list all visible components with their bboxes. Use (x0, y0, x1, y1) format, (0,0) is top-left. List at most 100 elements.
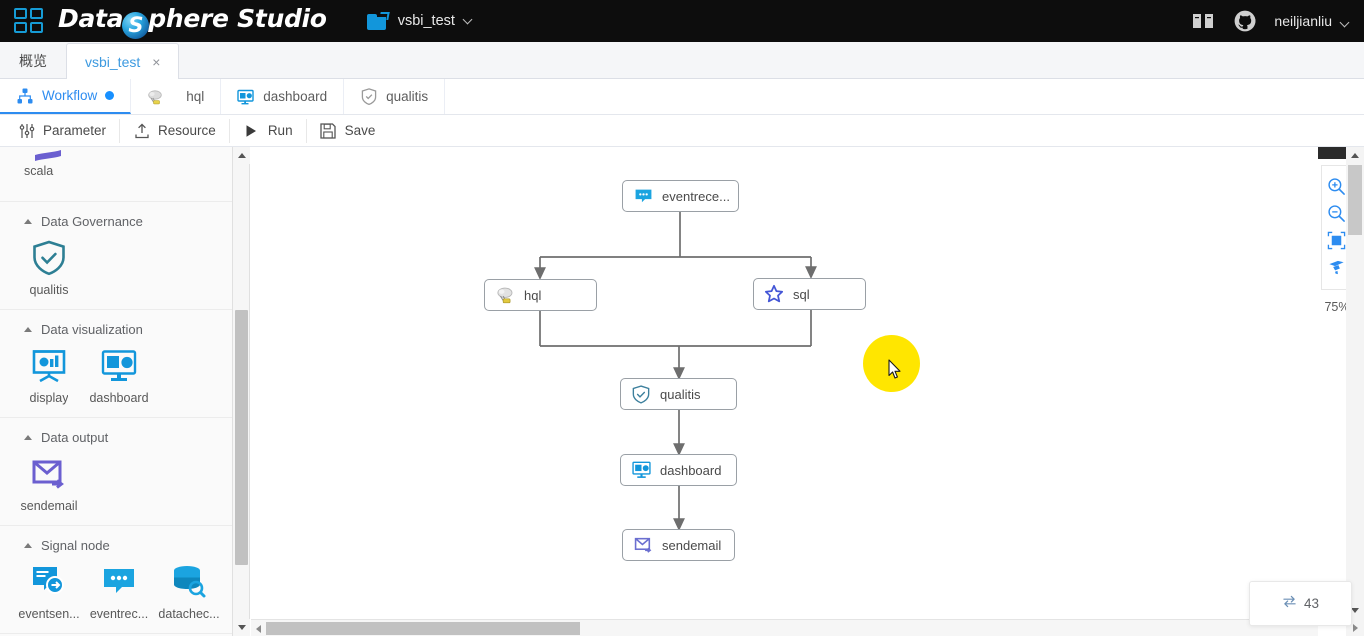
page-scrollbar[interactable] (1346, 147, 1364, 636)
zoom-out-icon[interactable] (1325, 200, 1349, 227)
sidebar-scrollbar[interactable] (233, 147, 250, 636)
caret-up-icon (24, 435, 32, 440)
workflow-node-dashboard[interactable]: dashboard (620, 454, 737, 486)
caret-up-icon (24, 219, 32, 224)
tab-hql-label: hql (186, 89, 205, 104)
book-icon[interactable] (1190, 8, 1216, 34)
section-header-signal-node[interactable]: Signal node (0, 526, 232, 559)
user-menu[interactable]: neiljianliu (1274, 13, 1350, 29)
fit-screen-icon[interactable] (1325, 227, 1349, 254)
mail-send-icon (30, 455, 68, 493)
node-count-card[interactable]: 43 (1249, 581, 1352, 626)
scala-icon (29, 147, 67, 172)
palette-item-label: sendemail (20, 499, 78, 513)
mouse-cursor (888, 359, 902, 380)
close-icon[interactable]: × (152, 53, 161, 70)
dashboard-icon (100, 347, 138, 385)
workflow-node-sql[interactable]: sql (753, 278, 866, 310)
tab-overview-label: 概览 (19, 52, 47, 69)
tab-overview[interactable]: 概览 (0, 42, 66, 78)
scroll-up-arrow-icon[interactable] (233, 147, 250, 164)
event-receive-icon (100, 563, 138, 601)
palette-item-label: datachec... (158, 607, 220, 621)
palette-item-datachecker[interactable]: datachec... (154, 559, 224, 621)
node-label: dashboard (660, 462, 722, 478)
tab-dashboard[interactable]: dashboard (221, 79, 345, 114)
zoom-in-icon[interactable] (1325, 173, 1349, 200)
palette-item-label: dashboard (89, 391, 149, 405)
palette-section-data-governance: Data Governance qualitis (0, 202, 232, 310)
event-receive-icon (633, 186, 653, 206)
parameter-button[interactable]: Parameter (5, 118, 121, 143)
page-scroll-up-icon[interactable] (1346, 147, 1364, 164)
shield-check-icon (30, 239, 68, 277)
swap-arrows-icon (1282, 595, 1297, 613)
canvas-horizontal-scrollbar-thumb[interactable] (266, 622, 580, 635)
chevron-down-icon (462, 14, 473, 24)
tab-workflow-label: Workflow (42, 88, 98, 103)
resource-button[interactable]: Resource (120, 118, 230, 143)
dashboard-icon (631, 460, 651, 480)
run-button[interactable]: Run (230, 118, 307, 143)
palette-item-eventreceiver[interactable]: eventrec... (84, 559, 154, 621)
format-brush-icon[interactable] (1325, 254, 1349, 281)
page-scrollbar-thumb[interactable] (1348, 165, 1362, 235)
tab-hql[interactable]: hql (131, 79, 222, 114)
node-label: hql (524, 287, 542, 303)
palette-item-label: eventrec... (89, 607, 149, 621)
apps-grid-icon[interactable] (14, 8, 44, 34)
hive-icon (147, 88, 164, 105)
palette-item-display[interactable]: display (14, 343, 84, 405)
palette-section-data-visualization: Data visualization display (0, 310, 232, 418)
node-label: qualitis (660, 386, 701, 402)
parameter-label: Parameter (43, 123, 107, 138)
palette-item-sendemail[interactable]: sendemail (14, 451, 84, 513)
canvas-horizontal-scrollbar[interactable] (251, 619, 1318, 636)
palette-item-eventsender[interactable]: eventsen... (14, 559, 84, 621)
palette-item-scala[interactable]: scala (0, 147, 232, 202)
sliders-icon (18, 122, 35, 139)
palette-item-dashboard[interactable]: dashboard (84, 343, 154, 405)
tab-vsbi-test[interactable]: vsbi_test × (66, 43, 180, 79)
sidebar-scrollbar-thumb[interactable] (235, 310, 248, 565)
workflow-node-qualitis[interactable]: qualitis (620, 378, 737, 410)
scroll-down-arrow-icon[interactable] (233, 619, 250, 636)
workflow-canvas[interactable]: eventrece... hql sql (251, 147, 1318, 636)
user-name-label: neiljianliu (1274, 13, 1332, 29)
project-selector[interactable]: vsbi_test (366, 12, 473, 30)
logo-part2: phere Studio (148, 3, 327, 33)
save-label: Save (344, 123, 376, 138)
workflow-node-eventreceiver[interactable]: eventrece... (622, 180, 739, 212)
page-scroll-down-icon[interactable] (1346, 602, 1364, 619)
shield-check-icon (360, 88, 377, 105)
github-icon[interactable] (1232, 8, 1258, 34)
tab-vsbi-test-label: vsbi_test (85, 53, 141, 70)
run-label: Run (267, 123, 293, 138)
node-label: eventrece... (662, 188, 730, 204)
page-scroll-right-icon[interactable] (1346, 619, 1364, 636)
section-header-data-output[interactable]: Data output (0, 418, 232, 451)
workflow-sub-tabs: Workflow hql (0, 79, 1364, 115)
canvas-scroll-left-icon[interactable] (251, 620, 266, 636)
tab-workflow[interactable]: Workflow (0, 79, 132, 114)
caret-up-icon (24, 543, 32, 548)
tab-qualitis[interactable]: qualitis (344, 79, 446, 114)
workflow-edges (534, 212, 817, 531)
section-header-data-governance[interactable]: Data Governance (0, 202, 232, 235)
palette-item-qualitis[interactable]: qualitis (14, 235, 84, 297)
canvas-vertical-scrollbar[interactable] (1318, 147, 1346, 159)
header-actions: neiljianliu (1190, 8, 1350, 34)
mail-send-icon (633, 535, 653, 555)
tab-dashboard-label: dashboard (263, 89, 328, 104)
caret-up-icon (24, 327, 32, 332)
workflow-node-hql[interactable]: hql (484, 279, 597, 311)
zoom-level-label: 75% (1324, 300, 1350, 314)
palette-section-signal-node: Signal node eventsen... (0, 526, 232, 634)
palette-section-data-output: Data output sendemail (0, 418, 232, 526)
section-header-data-visualization[interactable]: Data visualization (0, 310, 232, 343)
project-tab-strip: 概览 vsbi_test × (0, 42, 1364, 79)
workflow-node-sendemail[interactable]: sendemail (622, 529, 735, 561)
save-button[interactable]: Save (307, 119, 389, 143)
logo-sphere-s: S (122, 11, 150, 39)
node-palette-sidebar: scala Data Governance qualitis (0, 147, 233, 636)
